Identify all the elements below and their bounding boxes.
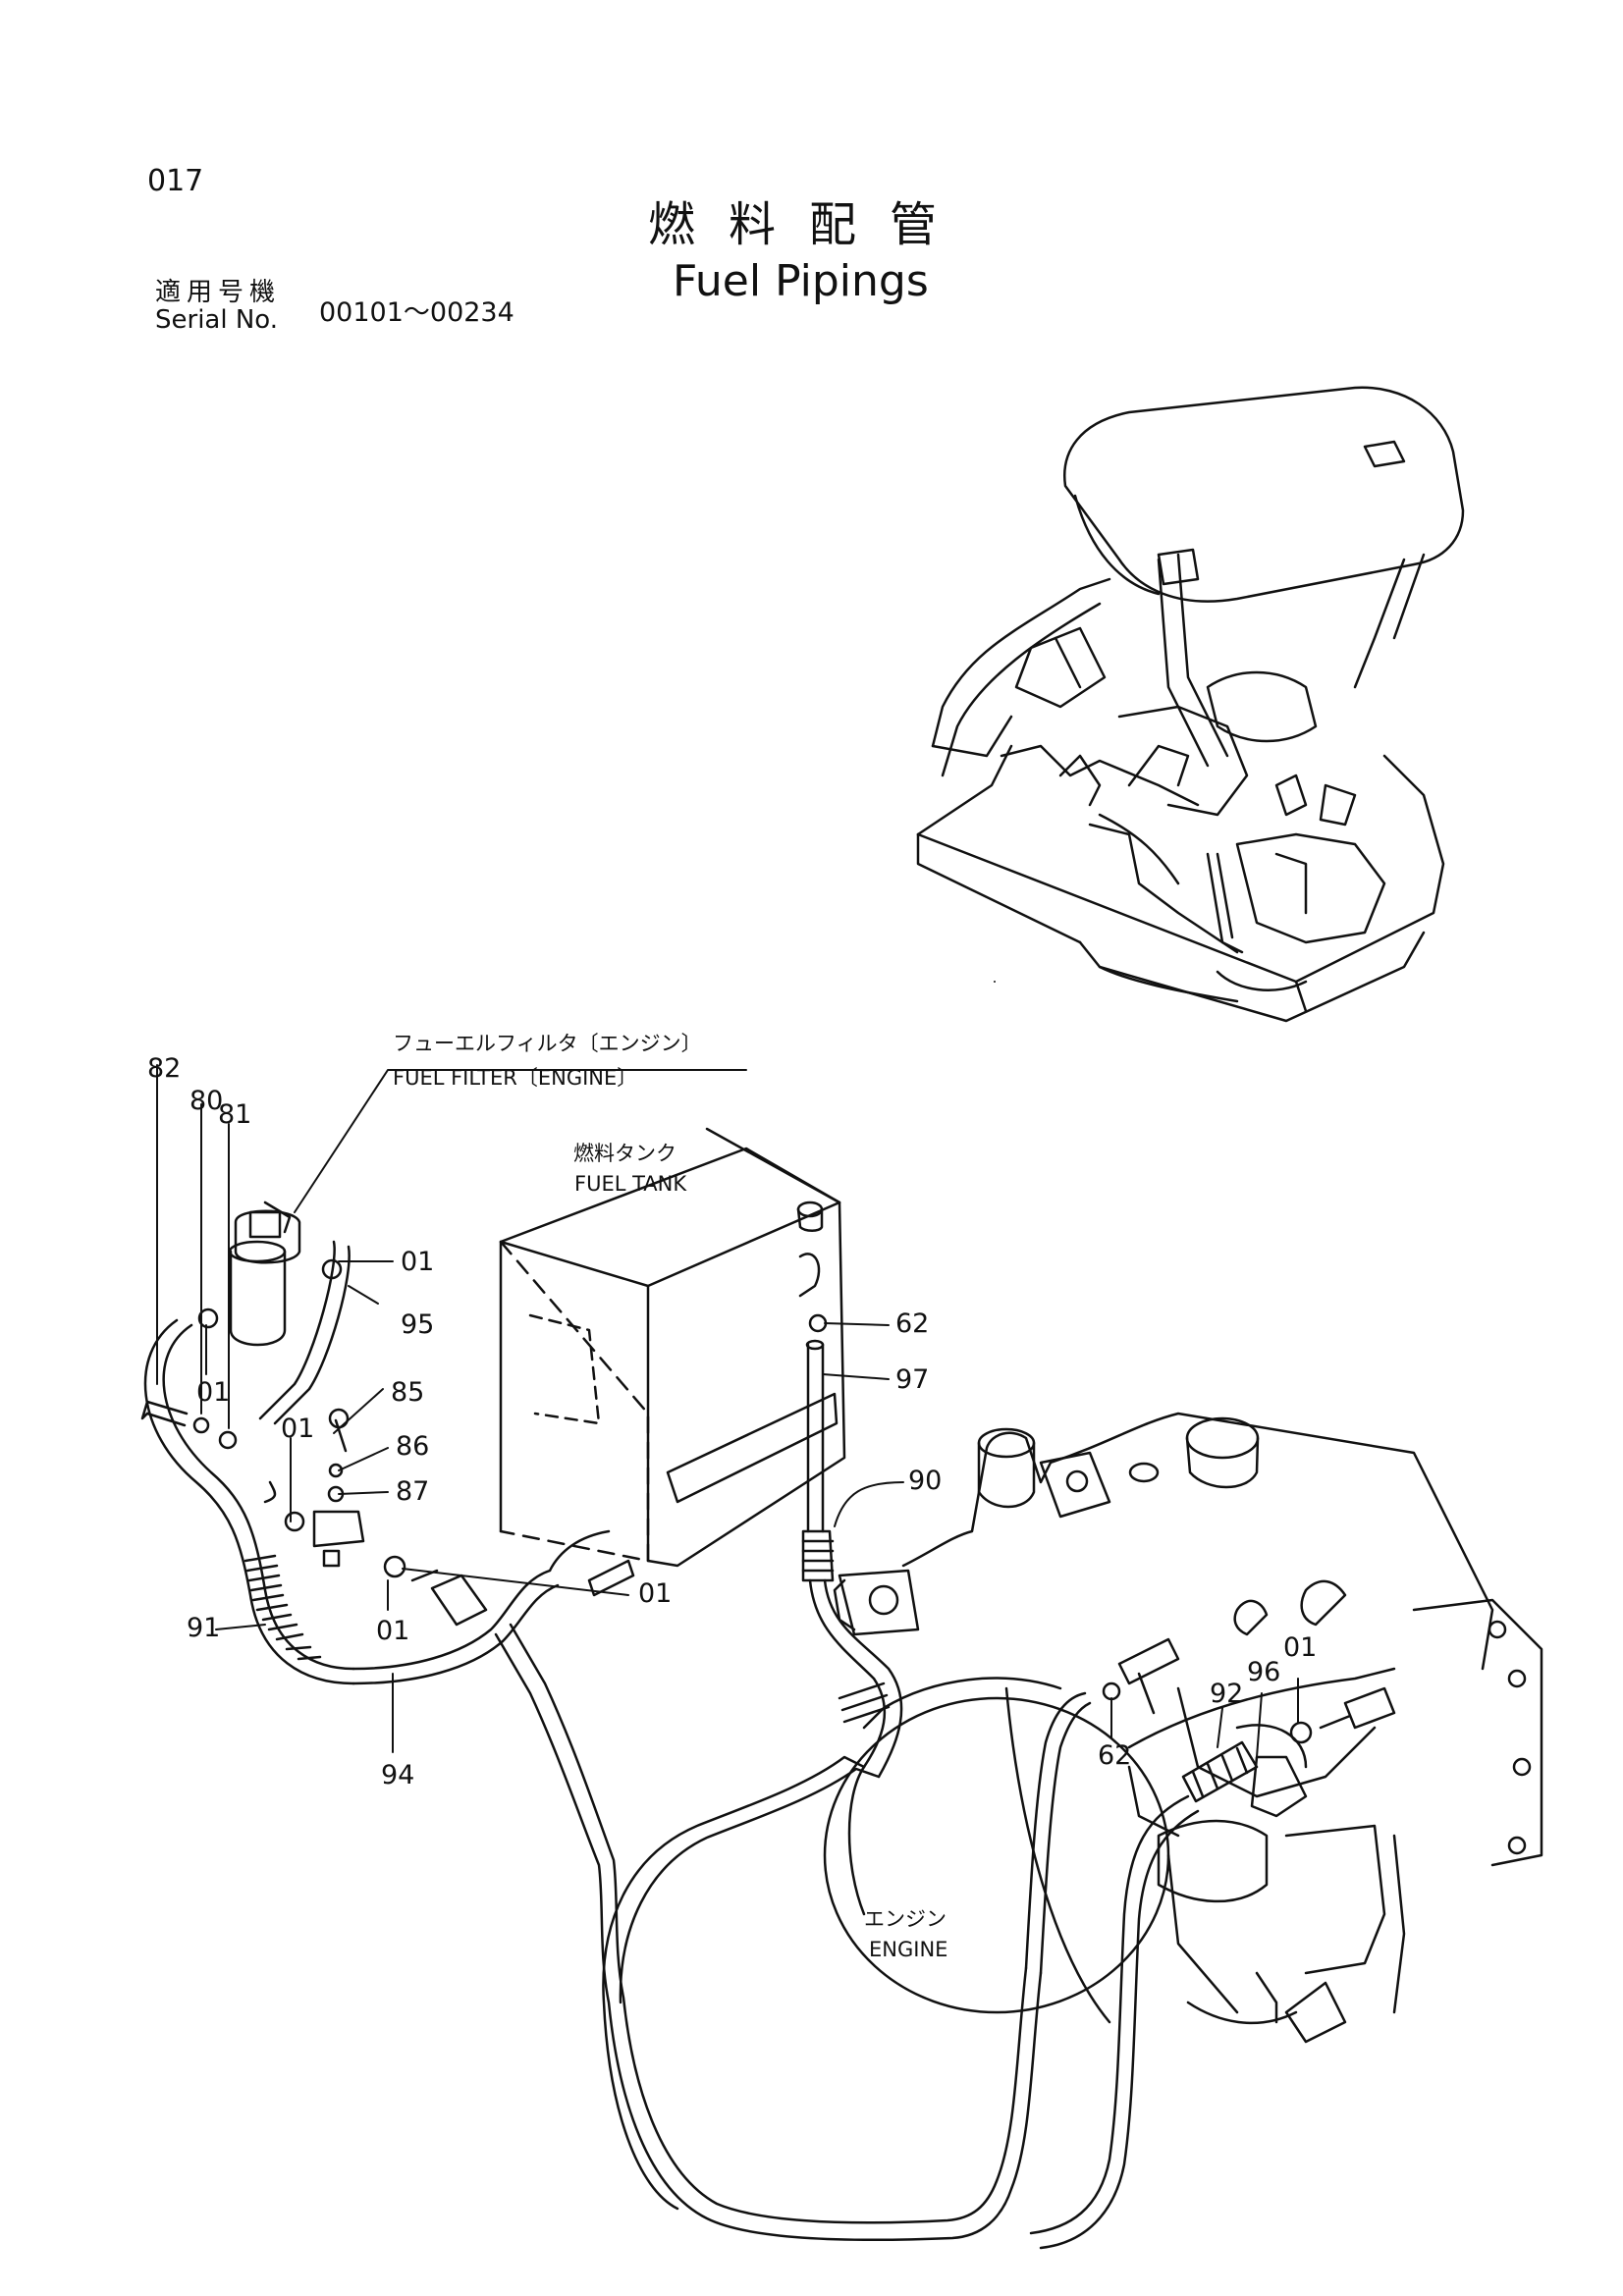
fuel-filter-drawing bbox=[140, 1201, 560, 1685]
part-number-01-separator-clamp: 01 bbox=[281, 1414, 315, 1444]
part-number-82: 82 bbox=[147, 1053, 182, 1084]
part-number-91: 91 bbox=[187, 1613, 221, 1643]
engine-drawing bbox=[823, 1412, 1543, 2044]
fuel-filter-label: FUEL FILTER〔ENGINE〕 bbox=[393, 1066, 638, 1090]
part-number-95: 95 bbox=[401, 1309, 435, 1340]
page-number: 017 bbox=[147, 164, 204, 198]
part-number-62-engine: 62 bbox=[1098, 1740, 1132, 1771]
excavator-overview-drawing bbox=[916, 386, 1465, 1023]
engine-label: ENGINE bbox=[869, 1938, 948, 1961]
page-title: Fuel Pipings bbox=[673, 256, 929, 306]
part-number-96: 96 bbox=[1247, 1657, 1281, 1687]
part-number-01-filter-clamp: 01 bbox=[401, 1247, 435, 1277]
fuel-filter-label-japanese: フューエルフィルタ〔エンジン〕 bbox=[393, 1032, 702, 1055]
serial-range: 00101～00234 bbox=[319, 297, 514, 328]
part-number-87: 87 bbox=[396, 1476, 430, 1507]
fuel-tank-label-japanese: 燃料タンク bbox=[573, 1142, 676, 1165]
part-number-80: 80 bbox=[189, 1086, 224, 1116]
part-number-90: 90 bbox=[908, 1466, 943, 1496]
part-number-92: 92 bbox=[1210, 1679, 1244, 1709]
fuel-tank-drawing bbox=[499, 1127, 846, 1597]
part-number-01-engine-clamp: 01 bbox=[1283, 1632, 1318, 1663]
part-number-81: 81 bbox=[218, 1099, 252, 1130]
fuel-pipe-drawing bbox=[494, 1529, 1200, 2250]
engine-label-japanese: エンジン bbox=[864, 1907, 947, 1931]
fuel-tank-label: FUEL TANK bbox=[574, 1172, 687, 1196]
part-number-01-hose-clamp: 01 bbox=[196, 1377, 231, 1408]
leader-lines bbox=[156, 981, 1299, 1758]
part-number-01-lower-clamp: 01 bbox=[376, 1616, 410, 1646]
fuel-return-pipe-drawing bbox=[801, 1313, 903, 1779]
page-title-japanese: 燃料配管 bbox=[648, 197, 971, 252]
part-number-97: 97 bbox=[895, 1364, 930, 1395]
serial-label-japanese: 適用号機 bbox=[155, 278, 282, 307]
part-number-62-tank: 62 bbox=[895, 1308, 930, 1339]
part-number-01-tank-clamp: 01 bbox=[638, 1578, 673, 1609]
serial-label: Serial No. bbox=[155, 305, 278, 335]
part-number-85: 85 bbox=[391, 1377, 425, 1408]
part-number-86: 86 bbox=[396, 1431, 430, 1462]
part-number-94: 94 bbox=[381, 1760, 415, 1790]
